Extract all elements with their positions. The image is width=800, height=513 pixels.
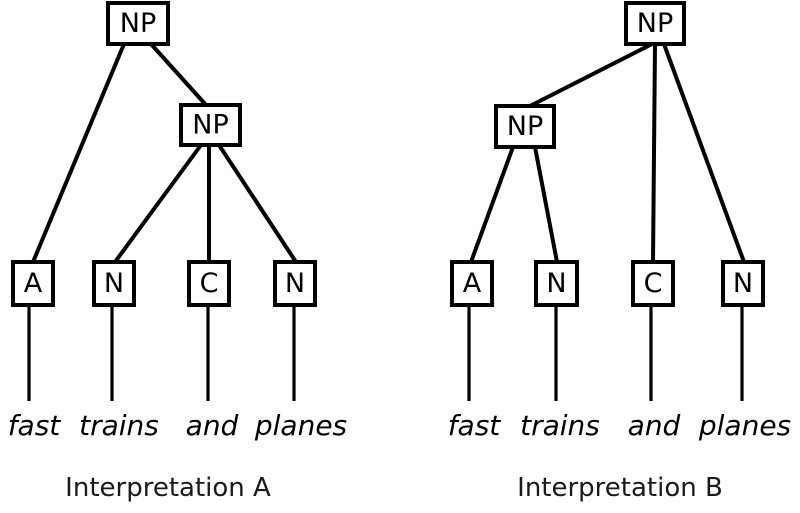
node-label-a-np-root: NP (120, 8, 156, 39)
node-b-leaf-2[interactable]: N (534, 260, 579, 307)
tree-edge-a-np-inner-to-a-leaf-4 (217, 143, 298, 264)
node-label-a-leaf-2: N (104, 268, 124, 299)
tree-edge-a-np-inner-to-a-leaf-2 (113, 143, 203, 264)
node-box-b-leaf-3 (631, 260, 675, 307)
caption-interpretation-a: Interpretation A (65, 473, 271, 503)
node-label-a-leaf-4: N (285, 268, 305, 299)
node-a-leaf-1[interactable]: A (11, 260, 55, 307)
node-b-leaf-4[interactable]: N (721, 260, 765, 307)
node-label-a-leaf-1: A (24, 268, 43, 299)
node-box-b-leaf-1 (450, 260, 494, 307)
node-box-a-leaf-2 (92, 260, 136, 307)
node-label-a-leaf-3: C (200, 268, 219, 299)
node-b-leaf-3[interactable]: C (631, 260, 675, 307)
node-label-b-leaf-3: C (644, 268, 663, 299)
terminal-word-a-word-3: and (186, 409, 239, 442)
node-box-a-leaf-1 (11, 260, 55, 307)
node-box-b-np-root (624, 1, 686, 46)
node-label-b-np-root: NP (637, 8, 673, 39)
node-a-leaf-2[interactable]: N (92, 260, 136, 307)
node-b-np-root[interactable]: NP (624, 1, 686, 46)
terminal-word-b-word-1: fast (448, 409, 502, 442)
node-box-b-leaf-4 (721, 260, 765, 307)
tree-edge-b-np-inner-to-b-leaf-1 (469, 146, 515, 263)
node-label-b-leaf-2: N (546, 268, 566, 299)
node-label-b-leaf-4: N (733, 268, 753, 299)
node-label-b-np-inner: NP (507, 111, 543, 142)
node-a-np-inner[interactable]: NP (179, 103, 242, 147)
tree-edge-b-np-inner-to-b-leaf-2 (533, 146, 559, 263)
node-a-leaf-3[interactable]: C (187, 260, 231, 307)
node-box-a-np-root (106, 1, 170, 46)
terminal-word-a-word-1: fast (8, 409, 62, 442)
tree-edge-a-np-root-to-a-leaf-1 (31, 43, 126, 263)
node-b-np-inner[interactable]: NP (494, 104, 556, 149)
node-box-b-leaf-2 (534, 260, 579, 307)
node-box-a-leaf-3 (187, 260, 231, 307)
node-box-a-np-inner (179, 103, 242, 147)
terminal-word-a-word-4: planes (254, 409, 347, 442)
node-a-np-root[interactable]: NP (106, 1, 170, 46)
node-a-leaf-4[interactable]: N (273, 260, 317, 307)
node-box-b-np-inner (494, 104, 556, 149)
tree-edge-b-np-root-to-b-leaf-4 (662, 43, 746, 263)
node-box-a-leaf-4 (273, 260, 317, 307)
caption-interpretation-b: Interpretation B (517, 473, 723, 503)
terminal-word-b-word-2: trains (520, 409, 600, 442)
tree-edge-b-np-root-to-b-np-inner (529, 42, 653, 108)
node-label-a-np-inner: NP (192, 110, 228, 141)
terminal-word-b-word-4: planes (698, 409, 791, 442)
tree-edge-b-np-root-to-b-leaf-3 (651, 43, 657, 263)
terminal-word-a-word-2: trains (79, 409, 159, 442)
tree-edge-a-np-root-to-a-np-inner (149, 42, 208, 107)
terminal-word-b-word-3: and (628, 409, 681, 442)
node-b-leaf-1[interactable]: A (450, 260, 494, 307)
node-label-b-leaf-1: A (463, 268, 482, 299)
